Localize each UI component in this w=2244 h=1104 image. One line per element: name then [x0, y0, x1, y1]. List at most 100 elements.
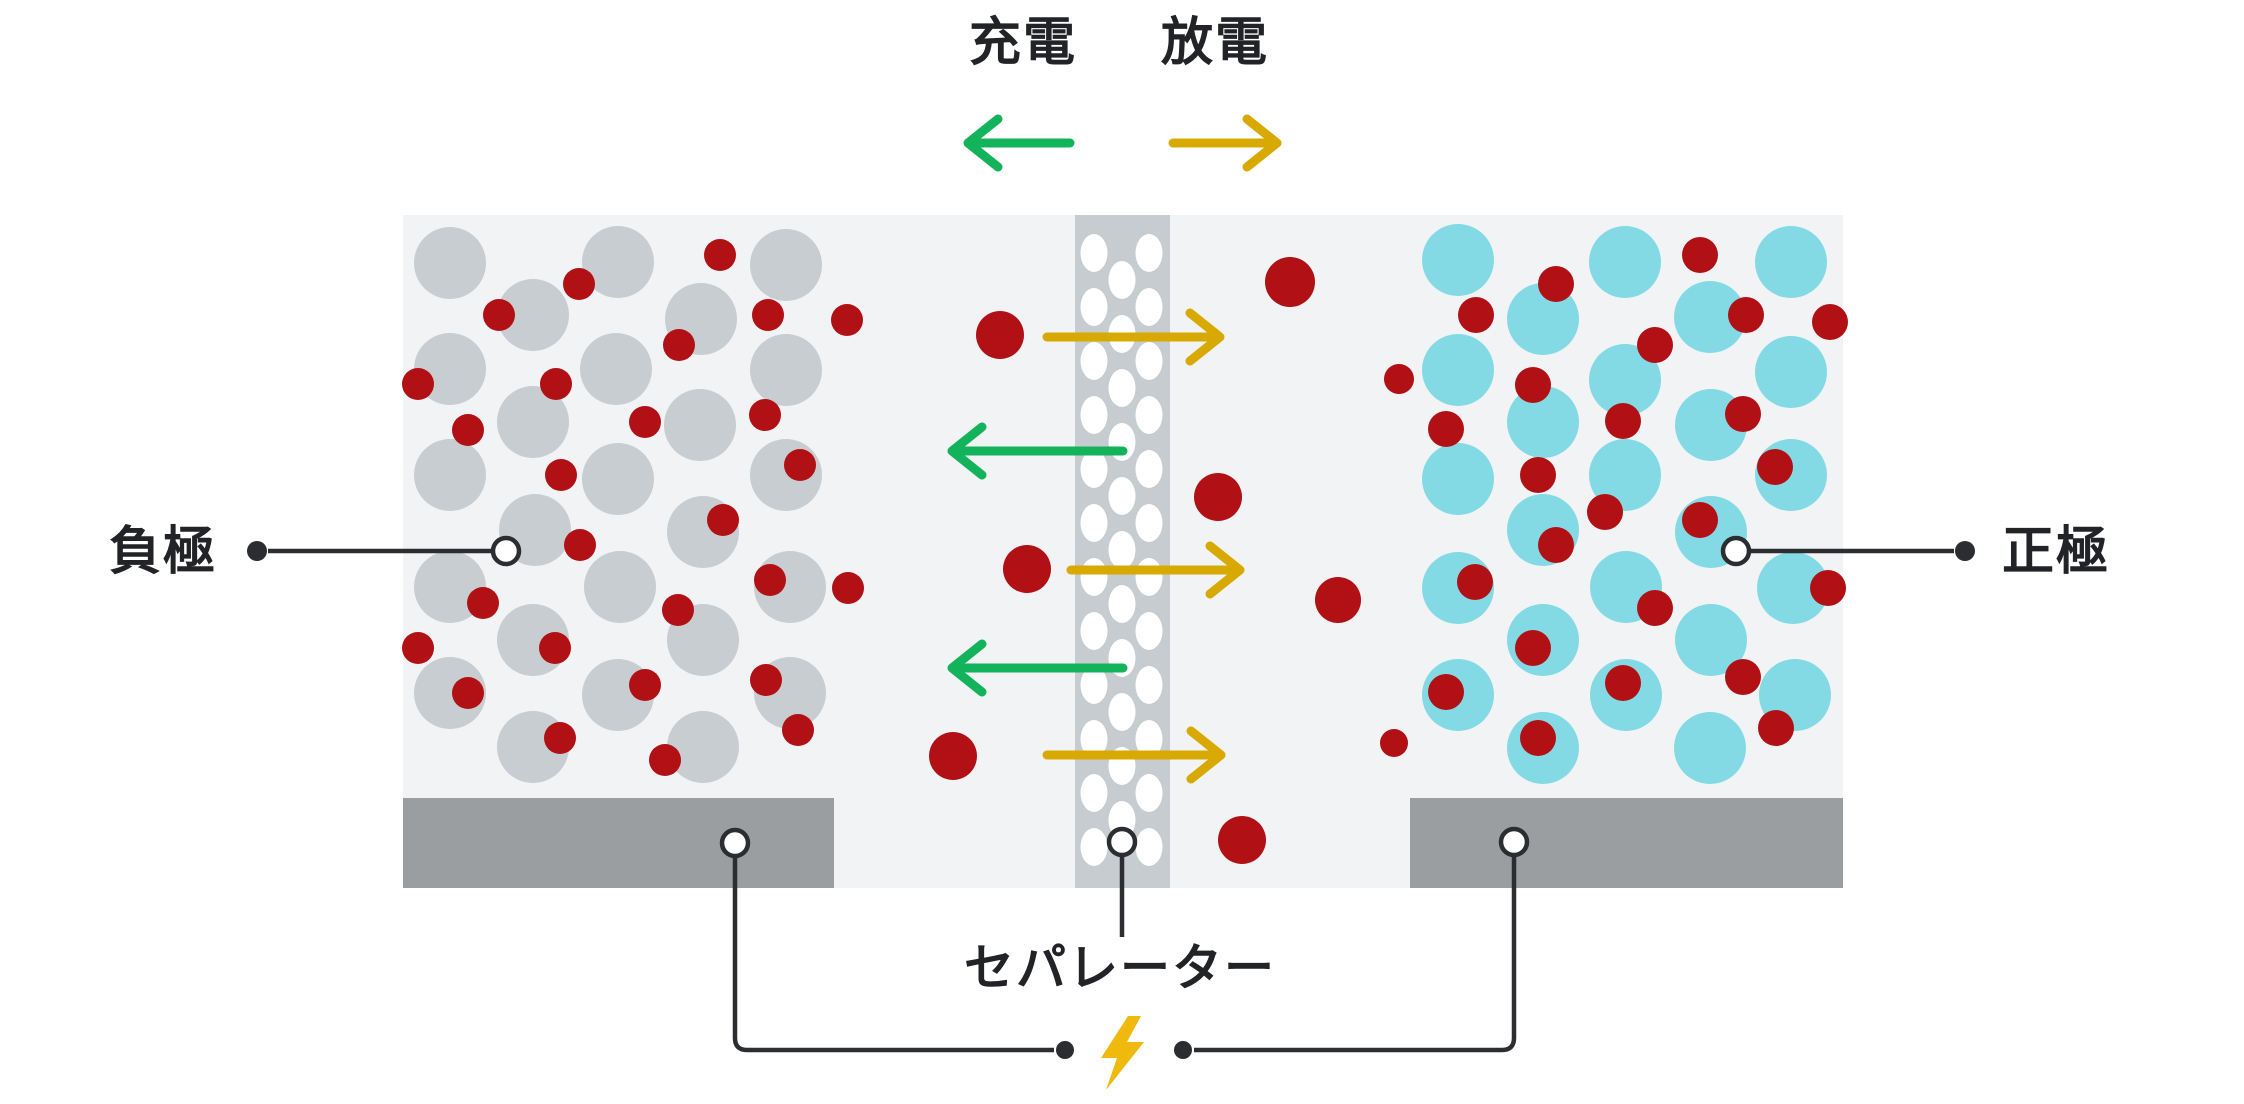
lithium-ion — [1428, 674, 1464, 710]
charge-label: 充電 — [968, 14, 1078, 72]
lithium-ion — [1605, 665, 1641, 701]
cathode-particle — [1755, 226, 1827, 298]
negative-electrode-label: 負極 — [108, 523, 218, 581]
lithium-ion — [540, 368, 572, 400]
lithium-ion — [1538, 527, 1574, 563]
lithium-ion — [1637, 327, 1673, 363]
anode-particle — [414, 227, 486, 299]
discharge-label: 放電 — [1160, 14, 1270, 72]
anode-particle — [414, 657, 486, 729]
anode-particle — [664, 389, 736, 461]
negative-collector-bar — [403, 798, 834, 888]
lithium-ion — [1538, 266, 1574, 302]
separator-pore — [1080, 396, 1108, 434]
cathode-particle — [1507, 386, 1579, 458]
separator-leader-anchor — [1106, 826, 1138, 858]
anode-particle — [580, 333, 652, 405]
separator-pore — [1080, 504, 1108, 542]
cathode-particle — [1589, 226, 1661, 298]
lithium-ion — [1758, 710, 1794, 746]
lightning-bolt-icon — [1101, 1016, 1144, 1090]
anode-particle — [582, 226, 654, 298]
separator-pore — [1080, 288, 1108, 326]
separator-pore — [1080, 774, 1108, 812]
lithium-ion — [750, 664, 782, 696]
lithium-ion — [749, 399, 781, 431]
separator-label: セパレーター — [964, 940, 1276, 996]
lithium-ion — [752, 299, 784, 331]
lithium-ion — [1812, 304, 1848, 340]
lithium-ion — [1810, 570, 1846, 606]
lithium-ion — [1637, 590, 1673, 626]
lithium-ion — [1428, 411, 1464, 447]
anode-particle — [584, 551, 656, 623]
lithium-ion — [784, 449, 816, 481]
lithium-ion — [1757, 449, 1793, 485]
separator-pore — [1080, 720, 1108, 758]
charge-ion-arrow-head — [947, 422, 987, 480]
negative-wire — [732, 857, 1054, 1053]
lithium-ion — [782, 714, 814, 746]
separator-pore — [1135, 396, 1163, 434]
anode-particle — [582, 443, 654, 515]
lithium-ion — [467, 587, 499, 619]
positive-electrode-leader-dot — [1955, 541, 1975, 561]
cathode-particle — [1422, 224, 1494, 296]
negative-electrode-leader-anchor — [490, 535, 522, 567]
lithium-ion — [539, 632, 571, 664]
charge-arrow-head — [963, 114, 1003, 172]
separator-pore — [1135, 666, 1163, 704]
lithium-ion — [1682, 502, 1718, 538]
lithium-ion — [707, 504, 739, 536]
cathode-particle — [1675, 604, 1747, 676]
lithium-ion — [402, 632, 434, 664]
discharge-ion-arrow-head — [1185, 308, 1225, 366]
negative-electrode-leader-dot — [247, 541, 267, 561]
lithium-ion — [704, 239, 736, 271]
separator-pore — [1080, 612, 1108, 650]
separator-pore — [1080, 558, 1108, 596]
anode-particle — [414, 439, 486, 511]
separator-pore — [1135, 612, 1163, 650]
lithium-ion — [832, 572, 864, 604]
positive-wire-anchor — [1498, 826, 1530, 858]
separator-pore — [1080, 450, 1108, 488]
separator-pore — [1135, 558, 1163, 596]
lithium-ion — [1458, 297, 1494, 333]
lithium-ion — [1380, 729, 1408, 757]
lithium-ion — [1605, 403, 1641, 439]
lithium-ion — [1728, 297, 1764, 333]
lithium-ion — [1457, 564, 1493, 600]
lithium-ion — [831, 304, 863, 336]
lithium-ion — [1520, 720, 1556, 756]
separator-pore — [1080, 234, 1108, 272]
discharge-arrow-head — [1242, 114, 1282, 172]
separator-pore — [1135, 828, 1163, 866]
separator-pore — [1135, 342, 1163, 380]
lithium-ion — [754, 564, 786, 596]
lithium-ion — [629, 669, 661, 701]
lithium-ion — [452, 414, 484, 446]
negative-wire-anchor — [719, 827, 751, 859]
lithium-ion — [1515, 367, 1551, 403]
lithium-ion — [1265, 257, 1315, 307]
charge-ion-arrow-head — [947, 639, 987, 697]
lithium-ion — [1515, 630, 1551, 666]
separator-pore — [1135, 288, 1163, 326]
cathode-particle — [1755, 336, 1827, 408]
anode-particle — [750, 334, 822, 406]
separator-pore — [1135, 774, 1163, 812]
lithium-ion — [1725, 396, 1761, 432]
separator-pore — [1080, 666, 1108, 704]
lithium-ion — [929, 732, 977, 780]
separator-pore — [1135, 234, 1163, 272]
lithium-ion — [545, 459, 577, 491]
separator-pore — [1080, 342, 1108, 380]
anode-particle — [667, 711, 739, 783]
lithium-ion — [1725, 659, 1761, 695]
anode-particle — [497, 279, 569, 351]
separator-pore — [1108, 477, 1136, 515]
lithium-ion — [402, 368, 434, 400]
